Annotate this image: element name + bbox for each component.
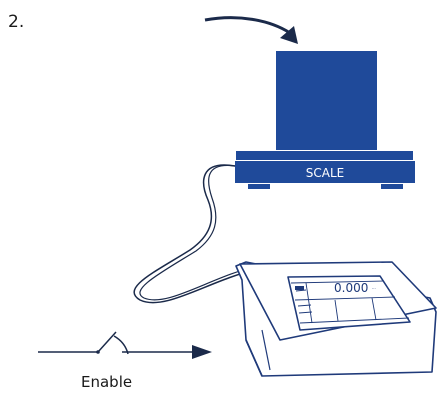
- terminal-display-value: 0.000: [334, 281, 368, 295]
- scale-top-plate: [236, 151, 413, 160]
- terminal-screen: [287, 275, 411, 331]
- arrow-head-icon: [192, 345, 212, 359]
- weighing-terminal: 0.000 ···: [235, 261, 437, 377]
- screen-status-block: [295, 286, 304, 290]
- enable-label: Enable: [81, 373, 132, 391]
- scale-body: [235, 161, 415, 183]
- screen-unit-mark: ···: [372, 286, 376, 291]
- step-number: 2.: [8, 12, 24, 32]
- scale-foot-left: [248, 184, 270, 189]
- scale: SCALE: [235, 151, 415, 189]
- enable-switch: [38, 331, 212, 359]
- placement-arrow-icon: [204, 16, 298, 44]
- scale-foot-right: [381, 184, 403, 189]
- weighed-box: [276, 51, 377, 150]
- scale-label: SCALE: [306, 166, 344, 180]
